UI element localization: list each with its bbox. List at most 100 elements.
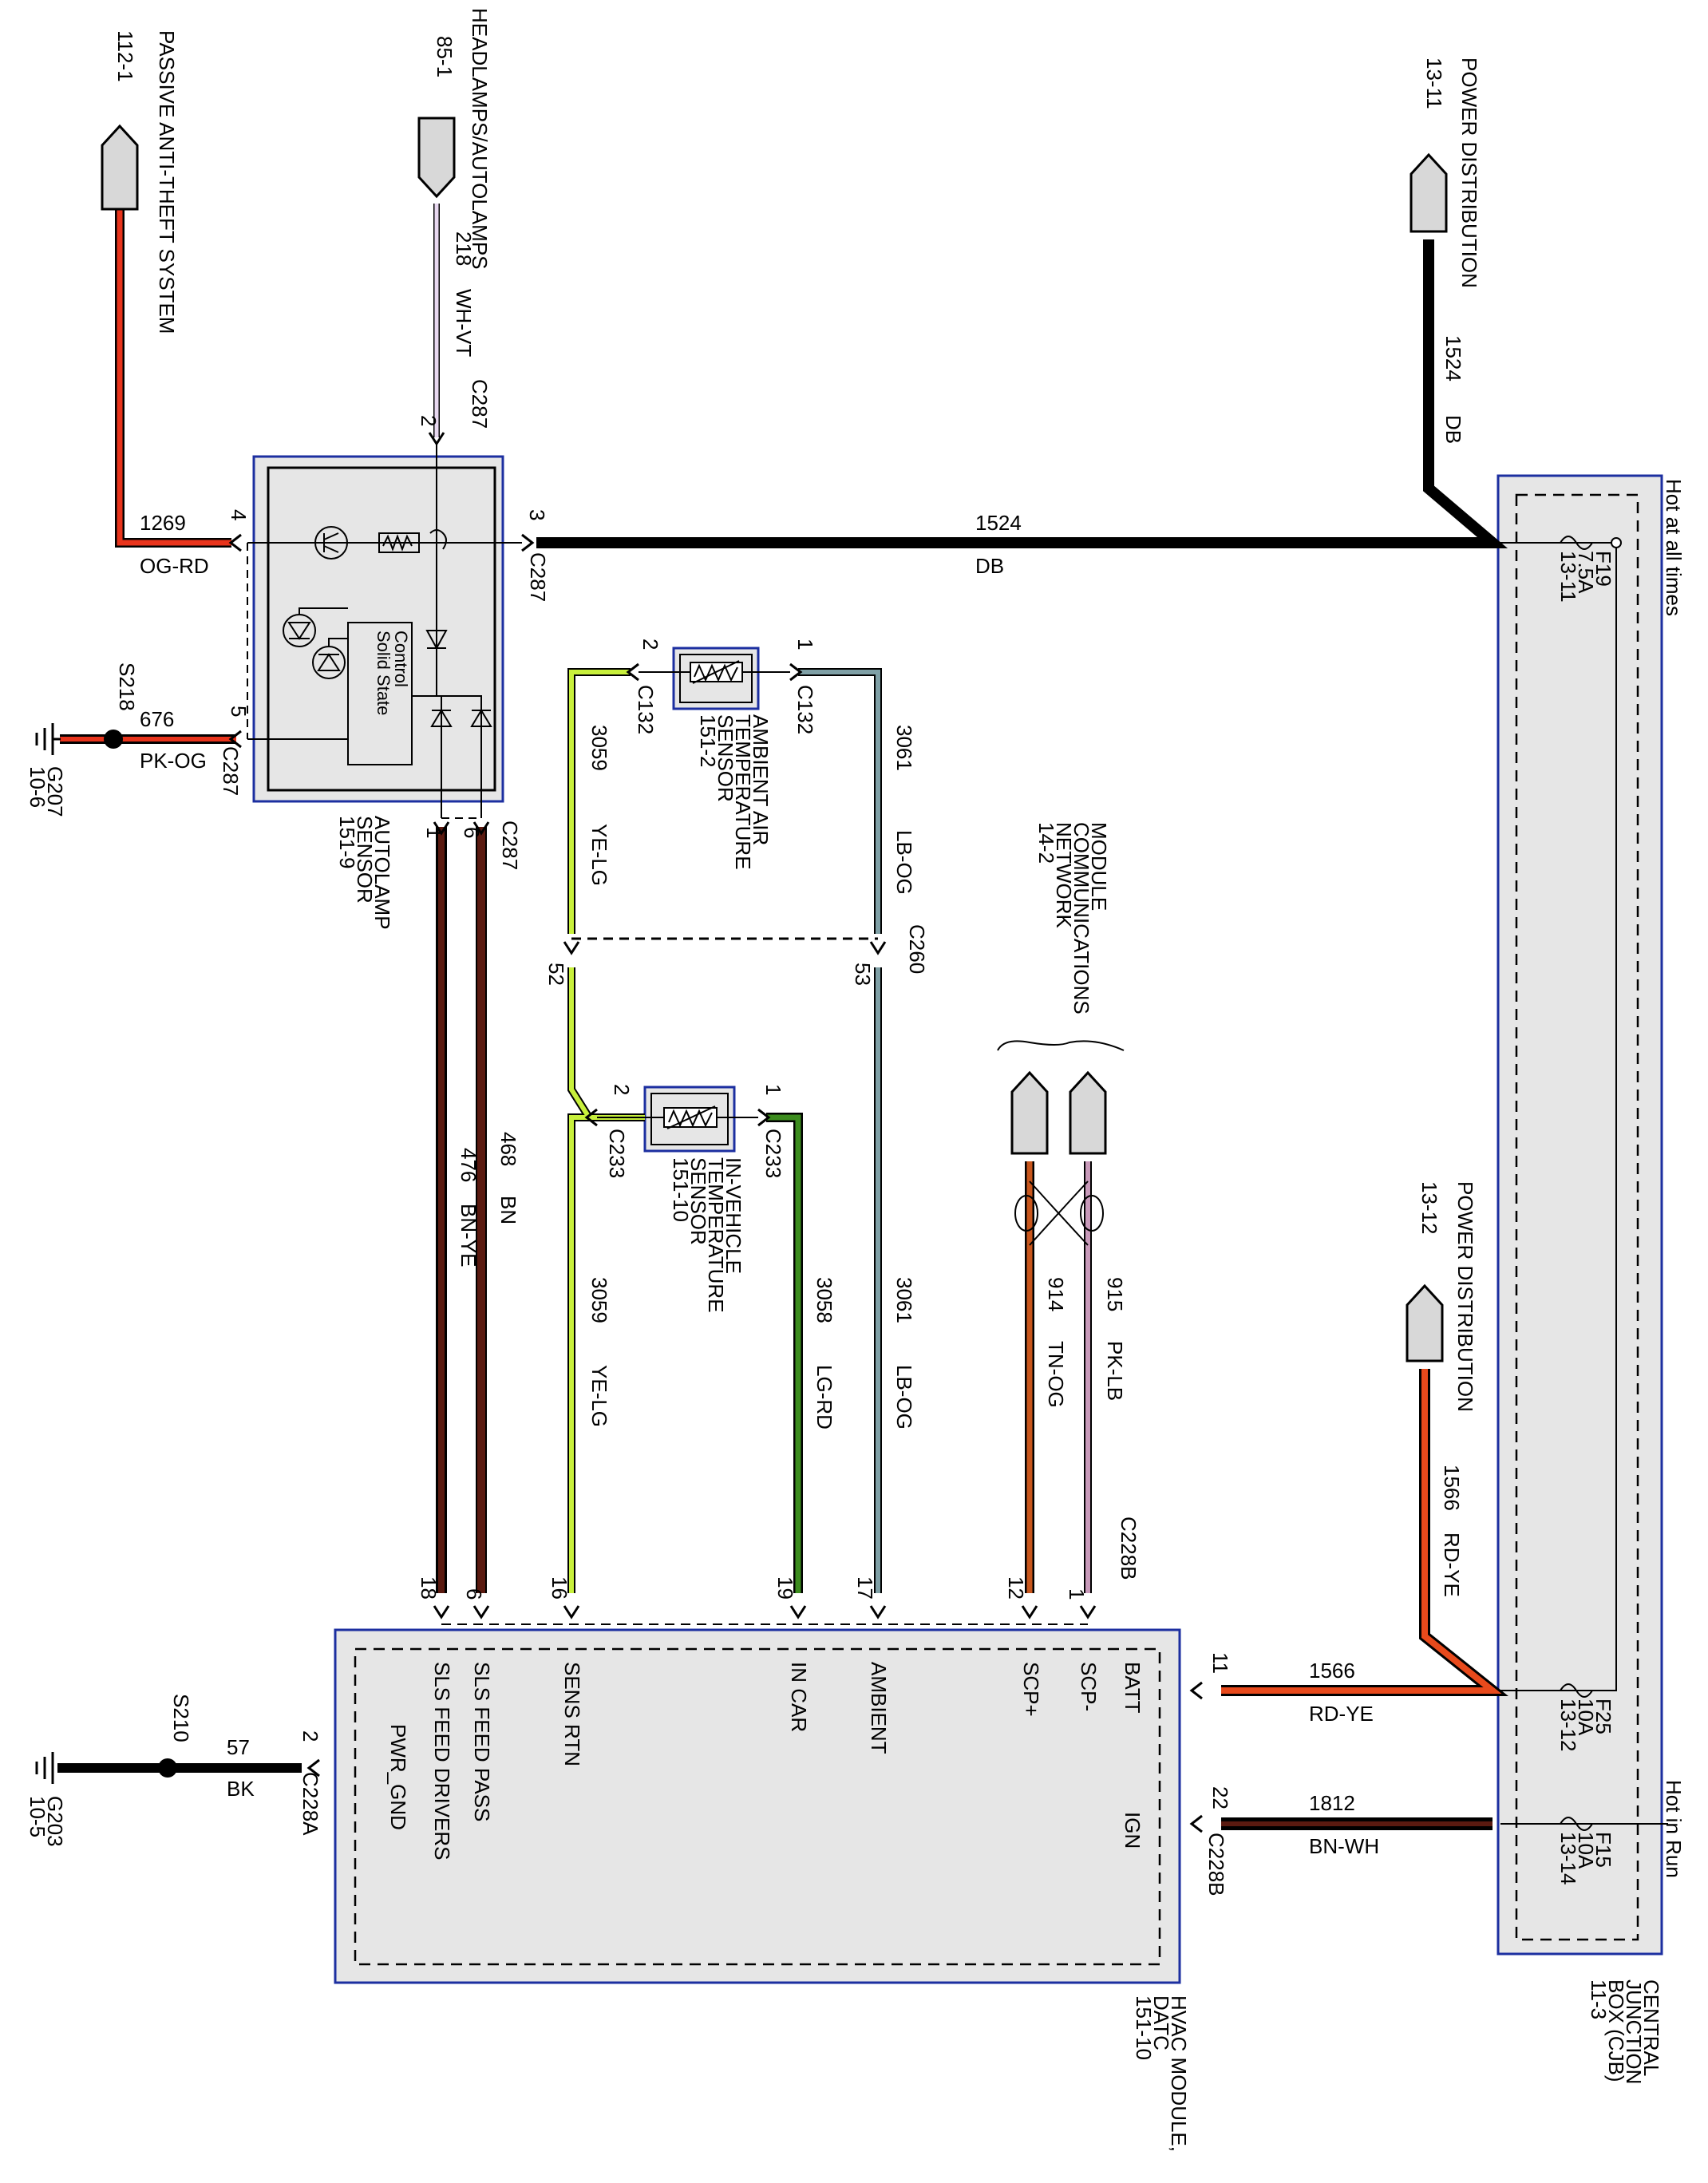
autolamp-sensor-box [252,455,504,803]
wire-3058[interactable] [766,1113,803,1593]
cjb-hot-all-times: Hot at all times [1662,479,1686,616]
network-terminal-scp-minus[interactable] [1069,1070,1107,1155]
g203-name: G203 [43,1796,67,1847]
wire-1566-circuit: 1566 [1309,1659,1355,1683]
cjb-line3: BOX (CJB) [1604,1979,1628,2082]
wire-3059[interactable] [567,668,645,1593]
power1-name: POWER DISTRIBUTION [1457,57,1481,288]
pin-num-4-c287: 4 [227,509,251,520]
wire-914-color: TN-OG [1044,1341,1068,1408]
network-terminal-scp-plus[interactable] [1010,1070,1049,1155]
wire-1566-color-v: RD-YE [1440,1532,1464,1597]
wire-1269-circuit: 1269 [140,511,186,535]
pin-sls-feed-pass: SLS FEED PASS [470,1662,494,1821]
c228a-label: C228A [299,1772,322,1836]
s218-label: S218 [115,662,139,711]
pats-name: PASSIVE ANTI-THEFT SYSTEM [155,30,179,334]
pin-num-2-c228a: 2 [299,1730,322,1742]
network-ref: 14-2 [1034,822,1058,864]
fuse-f19-id: F19 [1591,551,1615,587]
g207-name: G207 [43,766,67,817]
pin-ign: IGN [1121,1812,1145,1849]
thermistor-invehicle-icon [597,1105,758,1129]
pin-num-18: 18 [417,1576,441,1600]
c233-pin1-label: C233 [761,1129,785,1178]
wire-3059-color-top: YE-LG [587,824,611,886]
wire-914-circuit: 914 [1044,1277,1068,1311]
headlamps-ref: 85-1 [433,36,457,77]
wire-3059-circuit-bot: 3059 [587,1277,611,1323]
ambient-line1: AMBIENT AIR [749,714,773,845]
splice-s210 [158,1758,177,1778]
wire-476-circuit: 476 [457,1148,480,1182]
wire-1566[interactable] [1221,1369,1508,1696]
invehicle-ref: 151-10 [669,1157,693,1222]
ambient-ref: 151-2 [696,714,720,768]
pin-sens-rtn: SENS RTN [560,1662,584,1766]
wire-1812-color: BN-WH [1309,1834,1379,1858]
invehicle-line3: SENSOR [686,1157,710,1245]
pin-num-17: 17 [853,1576,877,1600]
fuse-f25-id: F25 [1591,1699,1615,1734]
autolamp-ref: 151-9 [335,816,359,869]
wire-1524[interactable] [536,239,1508,548]
power2-reference-terminal[interactable] [1406,1283,1444,1362]
c228b-label: C228B [1117,1517,1141,1580]
pin-ambient: AMBIENT [867,1662,891,1754]
wire-3058-circuit: 3058 [812,1277,836,1323]
pin-num-2-c287: 2 [417,415,441,426]
headlamps-reference-terminal[interactable] [417,117,456,199]
c228b-ign-label: C228B [1204,1833,1228,1896]
pin-num-2-c132: 2 [639,639,662,650]
wire-1566-color: RD-YE [1309,1702,1374,1726]
pats-reference-terminal[interactable] [101,124,139,211]
pin-pwr-gnd: PWR_GND [386,1724,410,1830]
wire-57-circuit: 57 [227,1735,250,1759]
wire-3061-circuit-top: 3061 [892,725,916,771]
fuse-f19-icon [1560,536,1622,550]
pin-num-19: 19 [773,1576,797,1600]
pin-num-5-c287: 5 [227,706,251,717]
autolamp-internal-circuit [247,444,522,818]
pin-num-22: 22 [1208,1786,1232,1809]
phototransistor-icon [314,526,348,560]
c287-pin5-label: C287 [219,746,243,796]
pin-num-2-c233: 2 [610,1084,634,1095]
s210-label: S210 [169,1694,193,1742]
wire-476-color: BN-YE [457,1204,480,1267]
pin-num-12: 12 [1004,1576,1028,1600]
c132-pin1-label: C132 [793,685,817,734]
fuse-f19-rating: 7.5A [1574,551,1598,594]
power1-reference-terminal[interactable] [1409,152,1448,233]
c233-pin2-label: C233 [605,1129,629,1178]
network-line3: NETWORK [1052,822,1076,929]
pats-ref: 112-1 [113,30,137,82]
wire-1812-circuit: 1812 [1309,1791,1355,1815]
pin-num-11: 11 [1208,1652,1232,1674]
cjb-busbar [1493,542,1668,1825]
fuse-f25-ref: 13-12 [1556,1699,1580,1752]
pin-num-52: 52 [544,963,568,986]
wire-3061[interactable] [798,668,882,1593]
g207-ref: 10-6 [26,766,49,808]
cjb-line2: JUNCTION [1622,1979,1646,2084]
autolamp-control: Control [391,631,411,687]
fuse-f15-rating: 10A [1574,1832,1598,1869]
headlamps-name: HEADLAMPS/AUTOLAMPS [468,8,492,270]
wire-1524-color-v: DB [1441,415,1465,444]
pin-num-53: 53 [851,963,875,986]
c287-pin3-label: C287 [526,552,550,602]
pin-num-1-c287: 1 [422,827,446,838]
c287-dashed-line [247,543,481,819]
fuse-f15-icon [1560,1817,1593,1831]
cjb-line1: CENTRAL [1639,1979,1663,2076]
fuse-f15-id: F15 [1591,1832,1615,1868]
c287-pin6-label: C287 [498,821,522,870]
fuse-f15-ref: 13-14 [1556,1832,1580,1885]
wire-1269[interactable] [115,209,231,548]
diode-icon [425,630,448,651]
pin-num-6: 6 [462,1588,486,1600]
cjb-box [1496,474,1663,1956]
c287-pin2-label: C287 [468,379,492,429]
horizontal-labels: 1269 OG-RD 1524 DB 676 PK-OG 1566 RD-YE … [140,511,1379,1858]
